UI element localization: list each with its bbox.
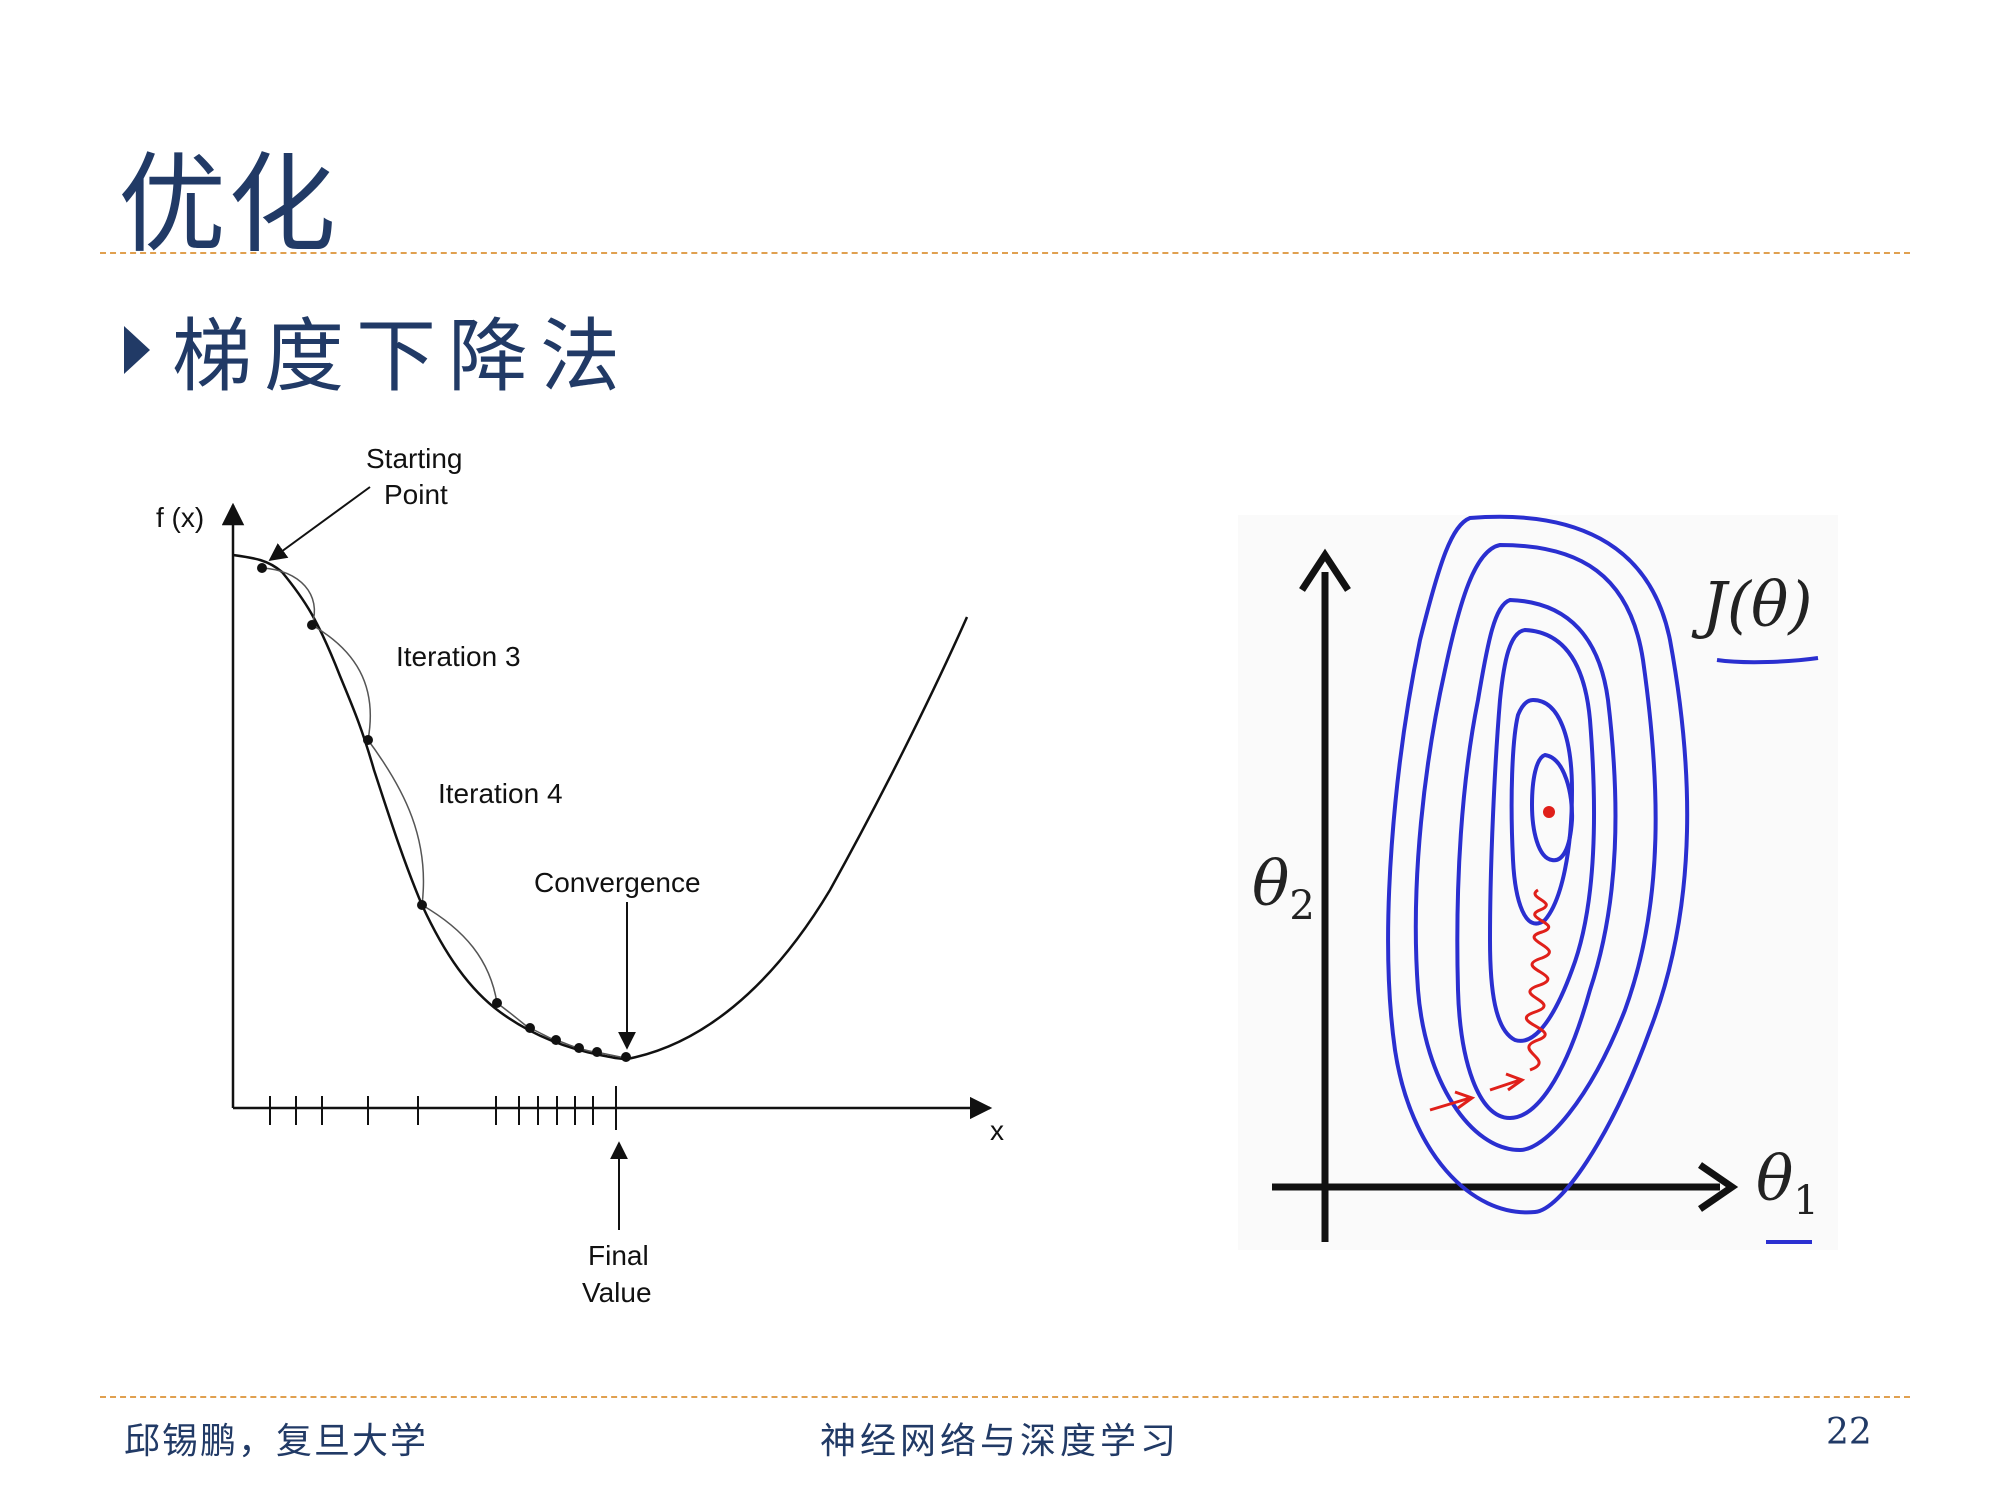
page-number: 22 <box>1826 1412 1872 1453</box>
footer-course: 神经网络与深度学习 <box>820 1421 1181 1462</box>
contour-4 <box>1487 627 1597 1043</box>
iteration-points <box>257 563 631 1062</box>
theta1-arrowhead <box>1698 1162 1739 1212</box>
iteration-3-label: Iteration 3 <box>396 641 521 672</box>
x-axis-ticks <box>269 1086 617 1130</box>
theta2-arrowhead <box>1299 548 1351 592</box>
slide-title: 优化 <box>118 143 339 268</box>
descent-arrowhead-2 <box>1505 1072 1526 1092</box>
starting-point-label-line1: Starting <box>366 443 463 474</box>
final-value-label-line1: Final <box>588 1240 649 1271</box>
cost-function-label: J(θ) <box>1691 568 1813 641</box>
contour-6 <box>1529 752 1575 863</box>
final-value-label-line2: Value <box>582 1277 652 1308</box>
y-axis-label: f (x) <box>156 502 204 533</box>
theta1-subscript: 1 <box>1793 1178 1818 1224</box>
descent-arrowhead-1 <box>1454 1090 1476 1110</box>
theta2-subscript: 2 <box>1289 883 1314 929</box>
descent-path <box>1429 888 1551 1112</box>
contour-3 <box>1455 597 1618 1121</box>
minimum-point <box>1543 806 1555 818</box>
triangle-bullet-icon <box>124 326 150 374</box>
cost-function-underline <box>1716 656 1819 665</box>
footer-divider <box>100 1396 1910 1398</box>
function-curve <box>232 553 969 1061</box>
contour-plot-background <box>1238 515 1838 1250</box>
iteration-4-label: Iteration 4 <box>438 778 563 809</box>
x-axis-label: x <box>990 1115 1004 1146</box>
bullet-item: 梯度下降法 <box>124 292 632 408</box>
theta2-label: θ2 <box>1252 847 1315 929</box>
theta1-label: θ1 <box>1756 1142 1819 1224</box>
starting-point-arrow <box>268 486 371 562</box>
starting-point-label-line2: Point <box>384 479 448 510</box>
contour-5 <box>1509 697 1575 926</box>
convergence-label: Convergence <box>534 867 701 898</box>
footer-author: 邱锡鹏，复旦大学 <box>124 1421 429 1462</box>
contour-lines <box>1386 514 1690 1215</box>
title-divider <box>100 252 1910 254</box>
bullet-text: 梯度下降法 <box>172 310 632 403</box>
contour-2 <box>1413 542 1658 1153</box>
contour-1 <box>1386 514 1690 1215</box>
